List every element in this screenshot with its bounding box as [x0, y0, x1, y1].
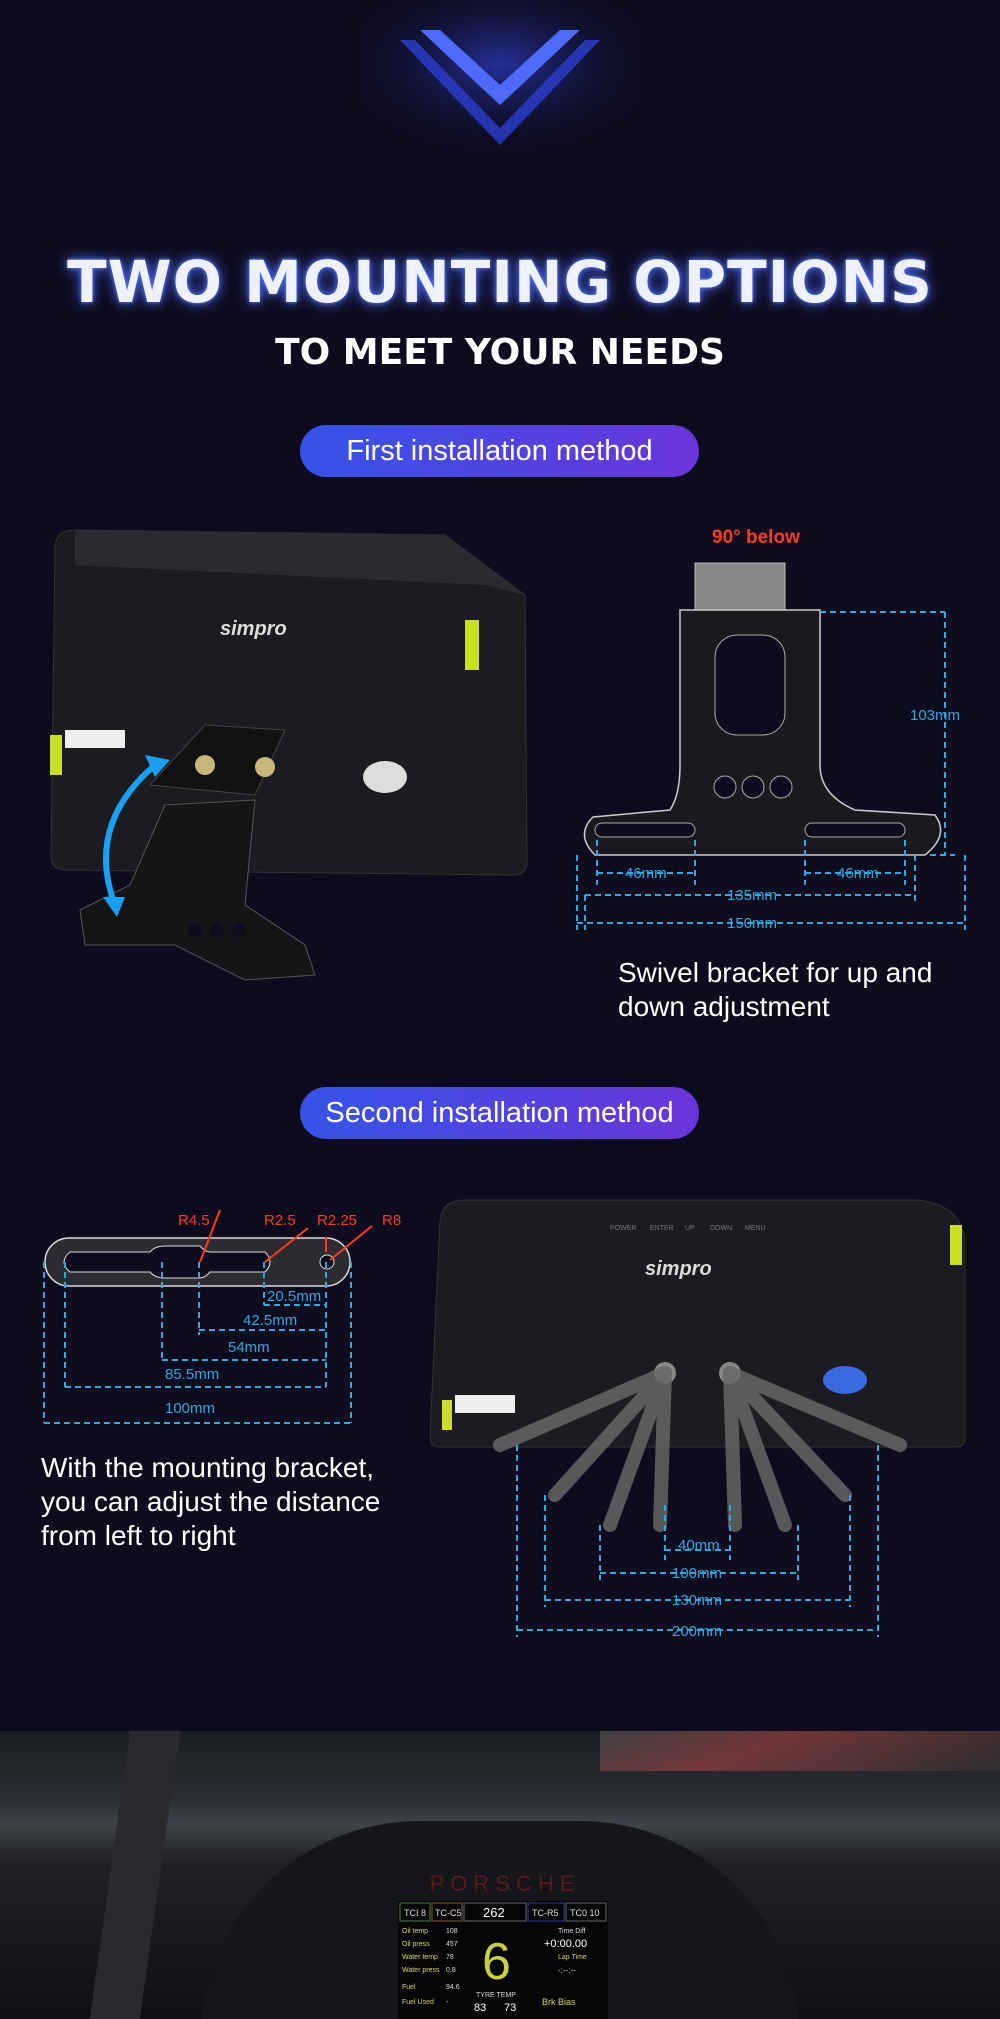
time-diff-value: +0:00.00 [544, 1938, 587, 1950]
lap-time-label: Lap Time [558, 1954, 587, 1961]
fuel-used-value: - [446, 1999, 449, 2006]
down-label: DOWN [710, 1225, 732, 1232]
tcc-cell: TC-C5 [435, 1908, 462, 1918]
up-label: UP [685, 1225, 695, 1232]
tyre-temp-left: 83 [474, 2002, 486, 2014]
speed-cell: 262 [483, 1905, 505, 1920]
power-label: POWER [610, 1225, 636, 1232]
dim-100mm: 100mm [165, 1400, 215, 1417]
dim-130mm: 130mm [672, 1592, 722, 1609]
lap-time-value: -:--:-- [558, 1966, 576, 1975]
angle-note: 90° below [712, 527, 800, 548]
dim-42-5mm: 42.5mm [243, 1312, 297, 1329]
dim-103mm: 103mm [910, 707, 960, 724]
water-press-label: Water press [402, 1967, 440, 1974]
swivel-bracket-diagram: 103mm 46mm 46mm 135mm 150mm [576, 562, 966, 932]
page-title: TWO MOUNTING OPTIONS [67, 248, 933, 316]
swivel-caption: Swivel bracket for up and down adjustmen… [618, 957, 933, 1022]
tyre-temp-label: TYRE TEMP [476, 1992, 516, 1999]
water-temp-label: Water temp [402, 1954, 438, 1961]
dim-150mm: 150mm [727, 915, 777, 932]
slot-caption: With the mounting bracket, you can adjus… [41, 1452, 381, 1551]
first-method-badge: First installation method [300, 425, 699, 477]
dim-200mm: 200mm [672, 1623, 722, 1640]
oil-temp-label: Oil temp [402, 1928, 428, 1935]
dim-135mm: 135mm [727, 887, 777, 904]
page-subtitle: TO MEET YOUR NEEDS [275, 332, 725, 373]
dim-100mm-bracket: 100mm [672, 1565, 722, 1582]
dim-54mm: 54mm [228, 1339, 270, 1356]
menu-label: MENU [745, 1225, 766, 1232]
dim-40mm: 40mm [678, 1537, 720, 1554]
time-diff-label: Time Diff [558, 1928, 586, 1935]
tci-cell: TCI 8 [404, 1908, 426, 1918]
dim-20-5mm: 20.5mm [267, 1288, 321, 1305]
device-logo: simpro [220, 618, 287, 640]
chevron-down-icon [360, 0, 640, 160]
brake-bias-label: Brk Bias [542, 1997, 576, 2007]
slot-bracket-diagram: R4.5 R2.5 R2.25 R8 20.5mm 42.5mm 54mm 85… [43, 1209, 401, 1424]
tco-cell: TC0 10 [570, 1908, 600, 1918]
device-with-slot-bracket-image: simpro POWER ENTER UP DOWN MENU 40mm 100… [429, 1199, 966, 1640]
radius-r2-5: R2.5 [264, 1212, 296, 1229]
second-method-badge: Second installation method [300, 1087, 699, 1139]
dashboard-brand: PORSCHE [429, 1871, 581, 1896]
cockpit-photo: PORSCHE TCI 8 TC-C5 262 TC-R5 TC0 10 Oil… [0, 1731, 1000, 2019]
tyre-temp-right: 73 [504, 2002, 516, 2014]
tcr-cell: TC-R5 [532, 1908, 559, 1918]
oil-press-value: 457 [446, 1941, 458, 1948]
device-with-swivel-bracket-image: simpro [50, 529, 528, 981]
radius-r2-25: R2.25 [317, 1212, 357, 1229]
dim-85-5mm: 85.5mm [165, 1366, 219, 1383]
gear-indicator: 6 [482, 1933, 511, 1991]
fuel-label: Fuel [402, 1984, 416, 1991]
radius-r4-5: R4.5 [178, 1212, 210, 1229]
fuel-value: 94.6 [446, 1984, 460, 1991]
water-press-value: 0.8 [446, 1967, 456, 1974]
enter-label: ENTER [650, 1225, 674, 1232]
oil-temp-value: 108 [446, 1928, 458, 1935]
dim-46mm-left: 46mm [625, 865, 667, 882]
radius-r8: R8 [382, 1212, 401, 1229]
oil-press-label: Oil press [402, 1941, 430, 1948]
device-logo-2: simpro [645, 1258, 712, 1280]
fuel-used-label: Fuel Used [402, 1999, 434, 2006]
water-temp-value: 78 [446, 1954, 454, 1961]
dash-display: TCI 8 TC-C5 262 TC-R5 TC0 10 Oil temp 108… [398, 1901, 608, 2019]
dim-46mm-right: 46mm [837, 865, 879, 882]
